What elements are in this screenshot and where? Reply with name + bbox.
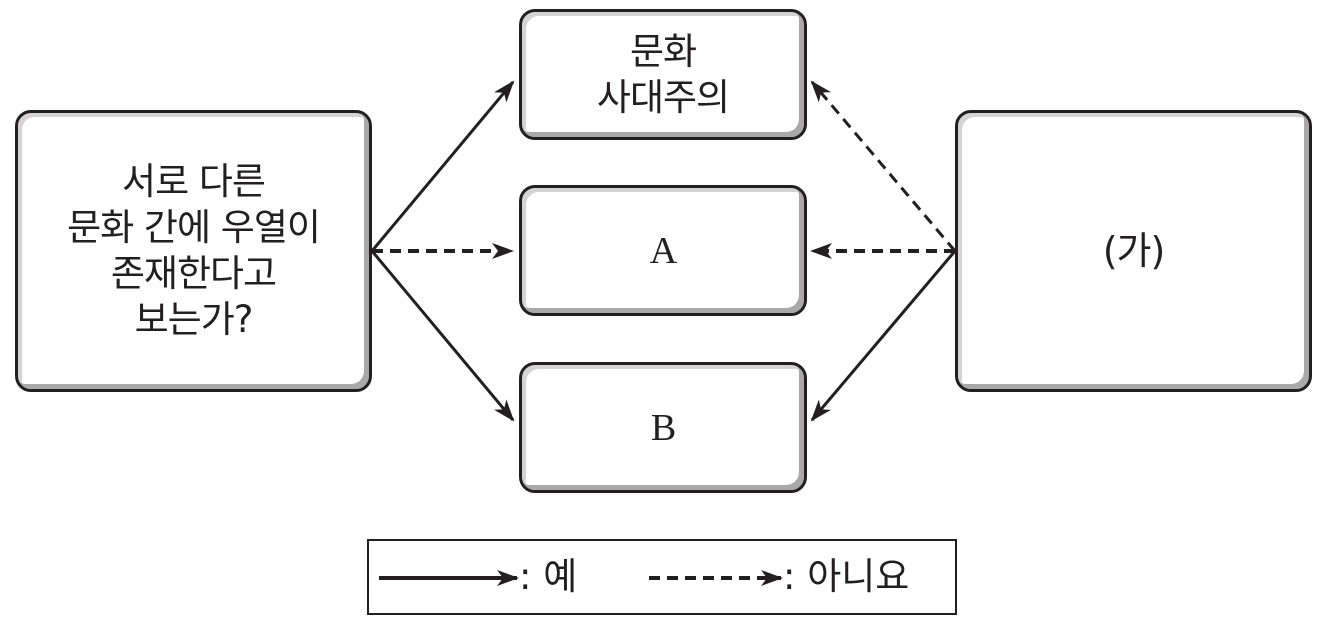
question-box: 서로 다른 문화 간에 우열이 존재한다고 보는가? bbox=[15, 110, 372, 392]
criterion-ga-text: (가) bbox=[1102, 229, 1166, 273]
legend-no-label: : 아니요 bbox=[783, 555, 910, 598]
outcome-a-text: A bbox=[649, 229, 677, 272]
outcome-box-a: A bbox=[519, 185, 807, 316]
question-text: 서로 다른 문화 간에 우열이 존재한다고 보는가? bbox=[67, 160, 321, 341]
legend-yes-label: : 예 bbox=[519, 555, 578, 598]
legend: : 예 : 아니요 bbox=[367, 539, 957, 615]
arrow-ga-to-b-yes bbox=[810, 250, 957, 422]
outcome-box-b: B bbox=[519, 362, 807, 493]
legend-arrows bbox=[379, 570, 783, 586]
arrow-ga-to-top-no bbox=[810, 80, 957, 252]
outcome-box-top: 문화 사대주의 bbox=[519, 9, 807, 140]
arrow-question-to-top-yes bbox=[370, 80, 515, 252]
outcome-b-text: B bbox=[650, 406, 676, 449]
arrow-question-to-b-yes bbox=[370, 250, 515, 422]
outcome-top-text: 문화 사대주의 bbox=[596, 29, 730, 119]
criterion-box-ga: (가) bbox=[955, 110, 1312, 392]
